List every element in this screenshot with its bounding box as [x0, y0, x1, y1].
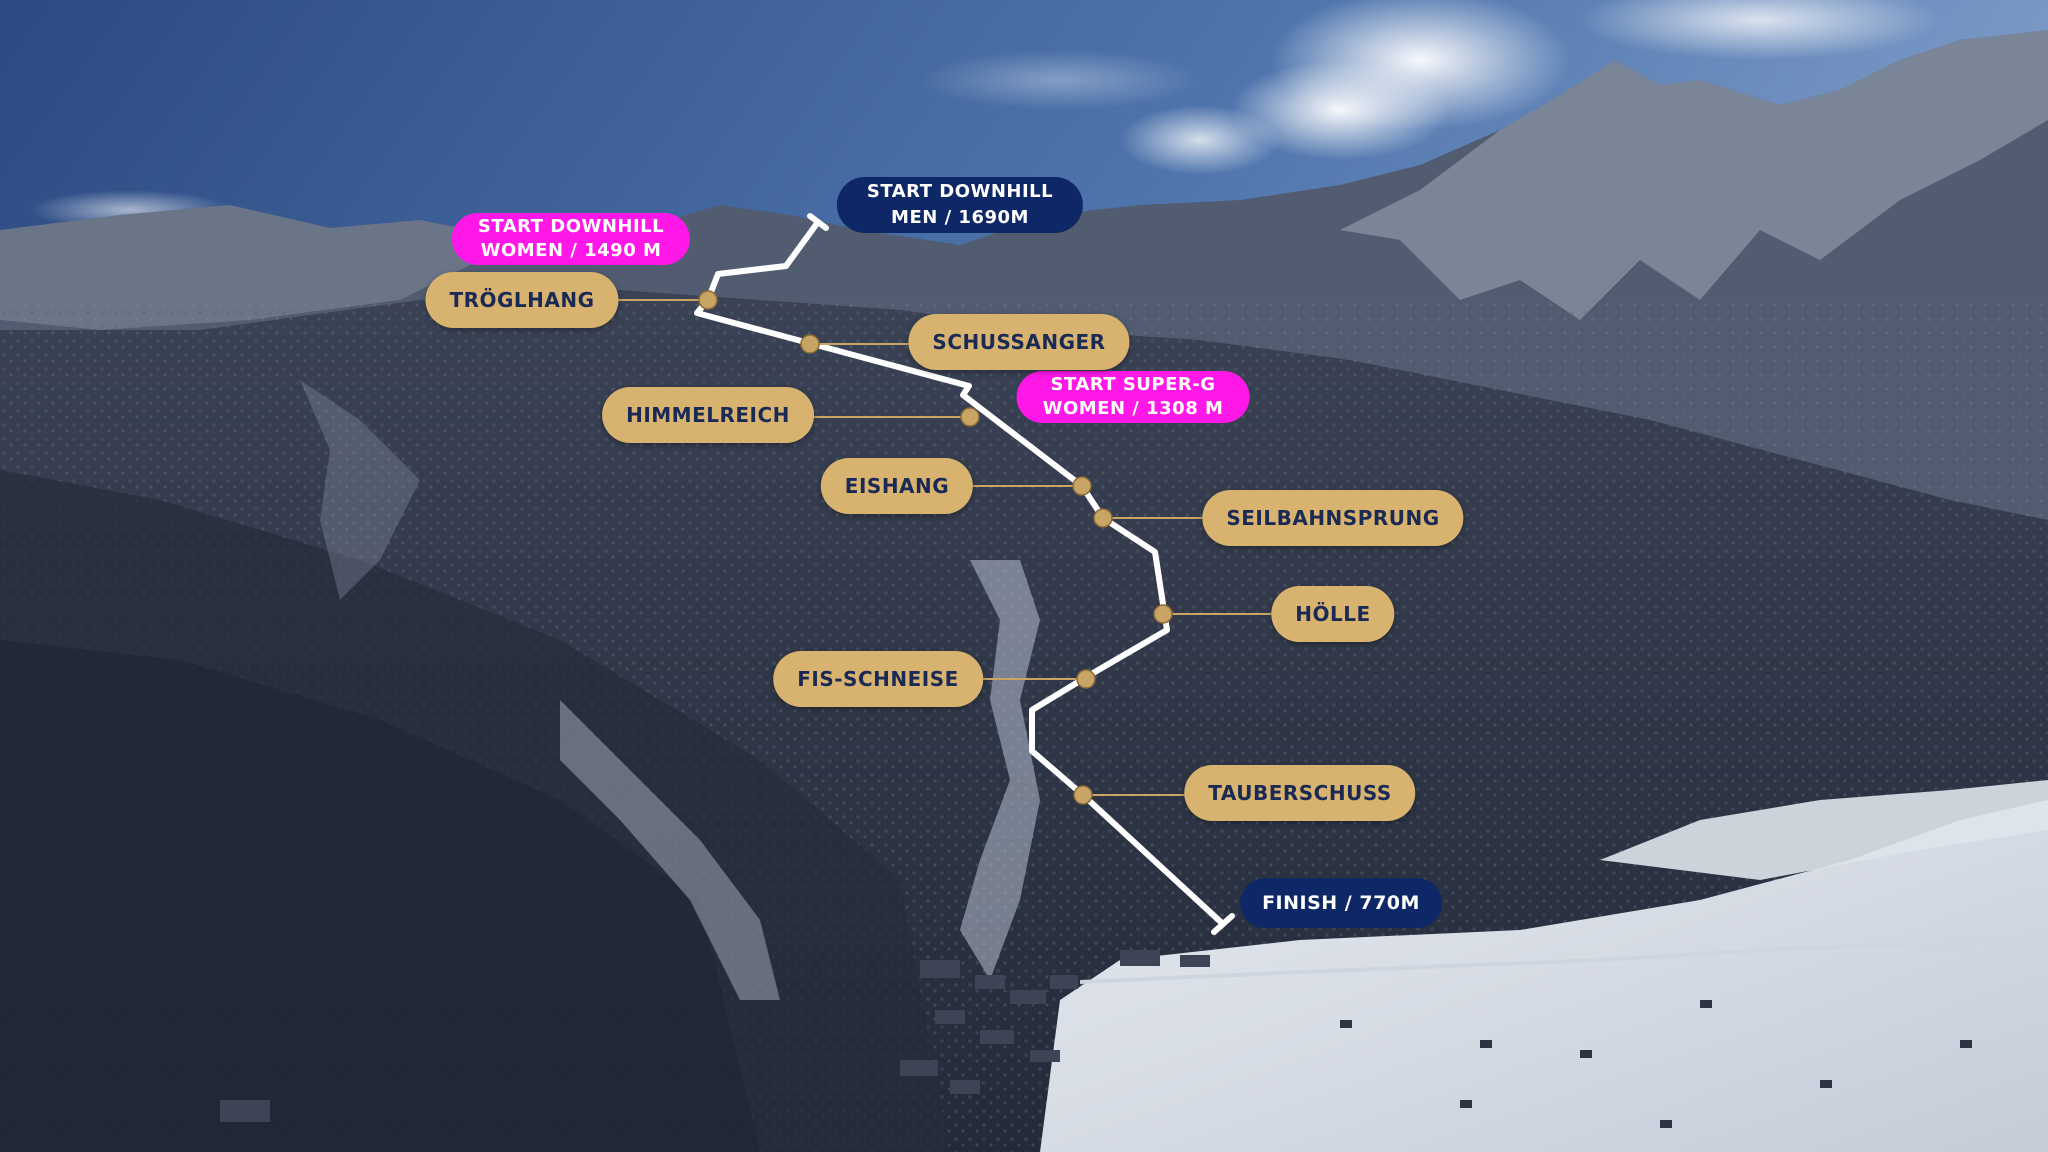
- sector-label-seilbahnsprung: SEILBAHNSPRUNG: [1202, 490, 1464, 546]
- start-superg-women-line1: START SUPER-G: [1050, 374, 1216, 395]
- sector-label-schussanger: SCHUSSANGER: [908, 314, 1130, 370]
- sector-label-eishang: EISHANG: [820, 458, 974, 514]
- field-huts: [1340, 1000, 1972, 1128]
- sector-label-tauberschuss: TAUBERSCHUSS: [1184, 765, 1416, 821]
- marker-tauberschuss: [1073, 785, 1093, 805]
- left-snow-ridge: [0, 205, 520, 330]
- course-line: [694, 213, 1235, 935]
- valley-snowfield: [1040, 800, 2048, 1152]
- marker-himmelreich: [960, 407, 980, 427]
- village: [220, 950, 1210, 1122]
- start-downhill-men-line1: START DOWNHILL: [866, 181, 1054, 202]
- marker-seilbahnsprung: [1093, 508, 1113, 528]
- start-downhill-women-label: START DOWNHILL WOMEN / 1490 M: [451, 213, 691, 265]
- marker-troeglhang: [698, 290, 718, 310]
- sector-label-himmelreich: HIMMELREICH: [602, 387, 814, 443]
- valley-road: [1079, 938, 2048, 984]
- marker-eishang: [1072, 476, 1092, 496]
- marker-hoelle: [1153, 604, 1173, 624]
- ski-run-cuts: [960, 560, 1040, 980]
- finish-tick: [1211, 913, 1235, 935]
- downhill-course: [694, 219, 1226, 927]
- start-downhill-men-line2: MEN / 1690M: [891, 207, 1029, 228]
- marker-schussanger: [800, 334, 820, 354]
- start-superg-women-label: START SUPER-G WOMEN / 1308 M: [1016, 371, 1250, 423]
- marker-fis-schneise: [1076, 669, 1096, 689]
- sector-markers: [698, 290, 1173, 805]
- start-superg-women-line2: WOMEN / 1308 M: [1042, 398, 1224, 419]
- sector-label-fis-schneise: FIS-SCHNEISE: [773, 651, 983, 707]
- mountain-snow-ridges: [1340, 30, 2048, 320]
- finish-label: FINISH / 770M: [1240, 878, 1442, 928]
- men-start-tick: [807, 213, 829, 231]
- sector-label-troeglhang: TRÖGLHANG: [425, 272, 619, 328]
- start-downhill-women-line2: WOMEN / 1490 M: [480, 240, 662, 261]
- start-downhill-women-line1: START DOWNHILL: [477, 216, 665, 237]
- sector-label-hoelle: HÖLLE: [1271, 586, 1395, 642]
- start-downhill-men-label: START DOWNHILL MEN / 1690M: [836, 177, 1084, 233]
